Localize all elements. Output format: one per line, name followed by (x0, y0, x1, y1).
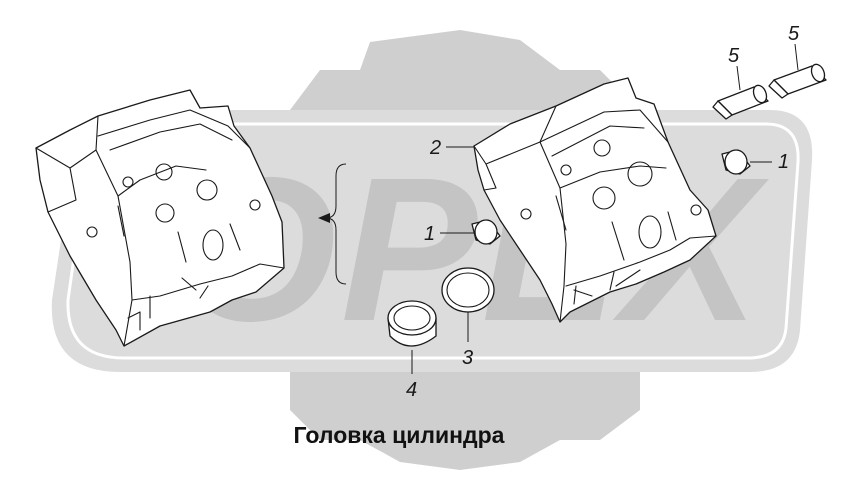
left-head-bottom-edge (127, 263, 285, 331)
leader-5a (736, 65, 741, 91)
left-head-bolt-hole-2 (196, 179, 218, 201)
leader-5b (794, 43, 799, 71)
right-head-bolt-hole-1 (593, 139, 611, 157)
callout-leaders (411, 43, 799, 374)
right-head-bolt-hole-3 (592, 186, 616, 210)
cylinder-head-part (473, 77, 717, 323)
callout-4: 4 (406, 379, 417, 401)
left-head-bolt-hole-6 (249, 199, 261, 211)
valve-guide-part-5b (768, 63, 827, 99)
diagram-caption: Головка цилиндра (293, 422, 505, 448)
left-head-side-wall (95, 149, 207, 347)
cylinder-head-assembled (35, 89, 285, 347)
right-head-top-face (473, 105, 557, 191)
left-head-ribs (117, 205, 241, 299)
right-head-ribs (555, 195, 677, 297)
right-head-valve-cover-rim (539, 109, 669, 157)
right-head-side-wall (539, 141, 667, 323)
brace-arrow (318, 213, 330, 223)
valve-seat-part-3 (441, 267, 495, 313)
left-head-valve-cover-rim (97, 109, 251, 151)
plug-part-1a (471, 219, 501, 245)
callout-labels: 1 1 2 3 4 5 5 (406, 23, 800, 401)
right-head-bolt-hole-5 (520, 208, 532, 220)
left-head-bolt-hole-1 (155, 163, 173, 181)
plug-part-1b (721, 149, 751, 175)
callout-2: 2 (429, 137, 441, 159)
callout-5a: 5 (728, 45, 740, 67)
right-head-port (638, 215, 662, 249)
right-head-bolt-hole-4 (560, 164, 572, 176)
callout-3: 3 (462, 347, 473, 369)
callout-5b: 5 (788, 23, 800, 45)
valve-seat-insert-part-4 (387, 300, 437, 347)
left-head-bolt-hole-3 (155, 203, 175, 223)
valve-guide-part-5a (712, 84, 769, 120)
right-head-bolt-hole-6 (690, 204, 702, 216)
left-head-top-face (35, 115, 99, 213)
callout-1b: 1 (778, 151, 789, 173)
right-head-bottom-edge (565, 235, 717, 305)
left-head-bolt-hole-4 (122, 176, 134, 188)
right-head-bolt-hole-2 (627, 161, 653, 187)
right-head-outline (473, 77, 717, 323)
callout-1a: 1 (424, 223, 435, 245)
left-head-port (202, 229, 224, 261)
left-head-bolt-hole-5 (86, 226, 98, 238)
